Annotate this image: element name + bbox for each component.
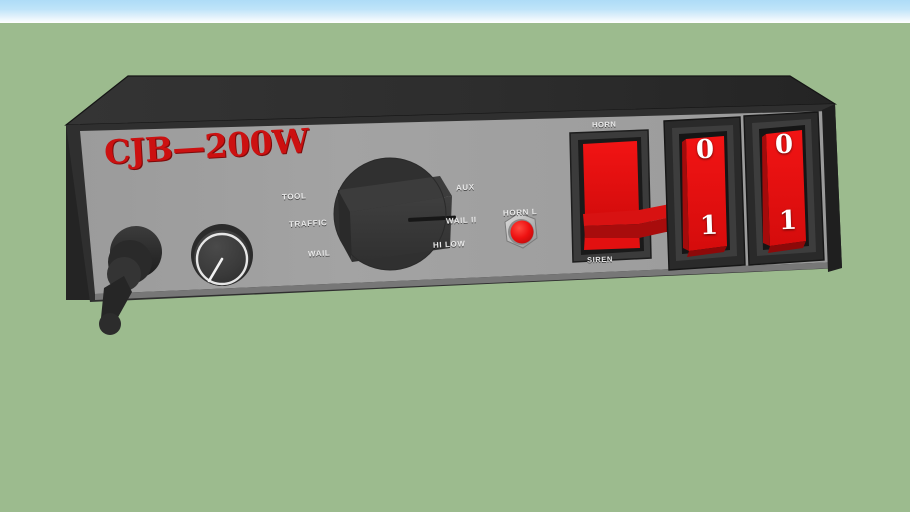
volume-knob[interactable] (191, 224, 253, 286)
chassis-right-side (822, 104, 842, 272)
microphone-connector[interactable] (99, 226, 162, 335)
rocker-switch-1-off-digit: 0 (695, 134, 715, 166)
rocker-switch-1-on-digit: 1 (699, 210, 719, 242)
horn-push-button[interactable] (504, 212, 538, 249)
sky-gradient (0, 0, 910, 23)
rocker-switch-1[interactable] (663, 116, 746, 271)
rocker-switch-2-off-digit: 0 (774, 129, 794, 161)
mode-selector-knob[interactable] (333, 157, 457, 271)
horn-siren-rocker[interactable] (569, 129, 670, 263)
rocker-switch-2[interactable] (743, 111, 825, 266)
rocker-switch-2-on-digit: 1 (778, 205, 798, 237)
